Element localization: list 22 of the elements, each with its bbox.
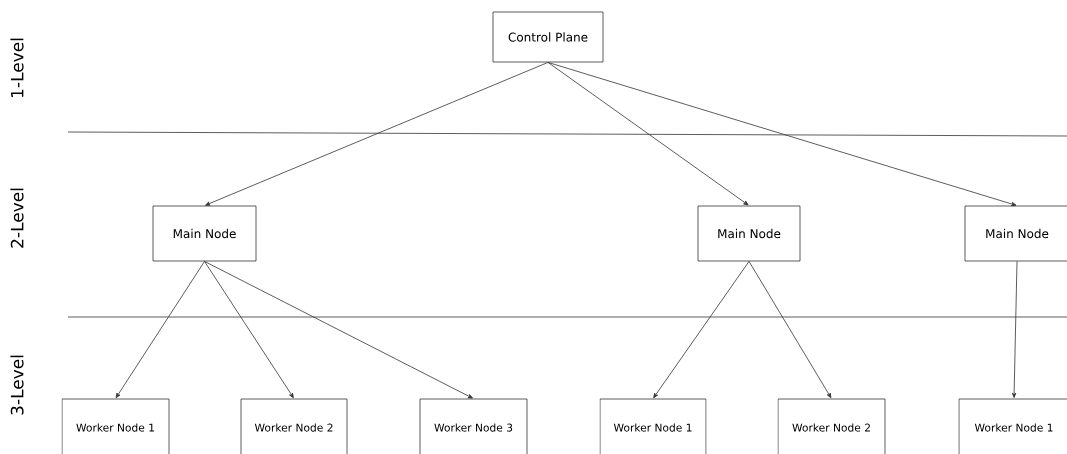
node-box: Control Plane [492, 11, 604, 63]
arrow [547, 62, 749, 206]
node-box: Main Node [697, 205, 801, 262]
node-box: Main Node [152, 205, 257, 262]
arrow [204, 261, 294, 399]
node-box: Worker Node 1 [599, 398, 707, 454]
arrow [1012, 261, 1018, 398]
node-box: Worker Node 2 [240, 398, 348, 454]
node-box: Main Node [964, 205, 1067, 262]
arrow [653, 261, 750, 399]
node-box: Worker Node 1 [61, 398, 170, 454]
level-label: 1-Level [10, 38, 24, 98]
arrow [547, 62, 1017, 207]
arrow [748, 261, 832, 399]
node-box: Worker Node 1 [958, 398, 1067, 454]
node-box: Worker Node 2 [777, 398, 886, 454]
level-label: 2-Level [10, 188, 24, 248]
arrow [115, 261, 205, 399]
level-label: 3-Level [10, 355, 24, 415]
arrow [204, 261, 473, 399]
arrow [205, 62, 549, 206]
node-box: Worker Node 3 [419, 398, 528, 454]
